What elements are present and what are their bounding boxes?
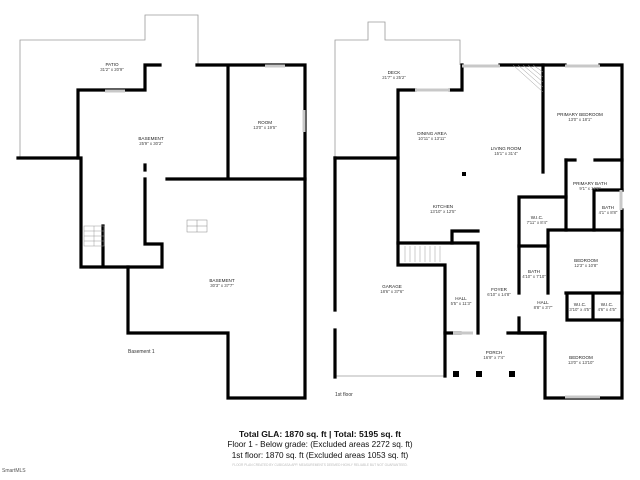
- svg-text:10'11" x 13'11": 10'11" x 13'11": [418, 136, 446, 141]
- floor1-summary: Floor 1 - Below grade: (Excluded areas 2…: [227, 440, 413, 449]
- svg-text:DINING AREA: DINING AREA: [417, 131, 448, 136]
- first-floor-walls: [333, 63, 624, 400]
- svg-text:25'9" x 30'2": 25'9" x 30'2": [139, 141, 163, 146]
- fixture-icon: [186, 219, 208, 233]
- svg-text:7'11" x 8'4": 7'11" x 8'4": [527, 220, 548, 225]
- disclaimer: FLOOR PLAN CREATED BY CUBICASA APP. MEAS…: [232, 463, 408, 467]
- svg-text:KITCHEN: KITCHEN: [433, 204, 453, 209]
- svg-text:W.I.C.: W.I.C.: [601, 302, 614, 307]
- svg-text:PORCH: PORCH: [486, 350, 503, 355]
- patio-outline: [19, 14, 199, 158]
- room-wic-2: W.I.C.3'10" x 4'5": [569, 302, 591, 312]
- deck-outline: [334, 21, 461, 158]
- floor-label-basement: Basement 1: [128, 349, 155, 355]
- room-wic: W.I.C.7'11" x 8'4": [527, 215, 548, 225]
- svg-text:ROOM: ROOM: [258, 120, 272, 125]
- svg-text:5'5" x 11'3": 5'5" x 11'3": [451, 301, 472, 306]
- svg-text:15'1" x 31'4": 15'1" x 31'4": [494, 151, 518, 156]
- svg-text:BATH: BATH: [602, 205, 614, 210]
- stairs-icon: [83, 225, 105, 247]
- svg-text:W.I.C.: W.I.C.: [531, 215, 544, 220]
- svg-text:LIVING ROOM: LIVING ROOM: [491, 146, 522, 151]
- svg-text:PRIMARY BATH: PRIMARY BATH: [573, 181, 607, 186]
- svg-text:BASEMENT: BASEMENT: [209, 278, 234, 283]
- svg-text:DECK: DECK: [388, 70, 402, 75]
- svg-text:13'0" x 13'10": 13'0" x 13'10": [568, 360, 594, 365]
- floor-label-first: 1st floor: [335, 392, 353, 398]
- svg-text:GARAGE: GARAGE: [382, 284, 402, 289]
- svg-text:18'6" x 37'6": 18'6" x 37'6": [380, 289, 404, 294]
- svg-text:12'3" x 10'8": 12'3" x 10'8": [574, 263, 598, 268]
- svg-text:3'10" x 4'5": 3'10" x 4'5": [569, 307, 591, 312]
- svg-text:13'10" x 12'5": 13'10" x 12'5": [430, 209, 456, 214]
- first-floor-summary: 1st floor: 1870 sq. ft (Excluded areas 1…: [231, 451, 409, 460]
- svg-text:13'0" x 18'1": 13'0" x 18'1": [568, 117, 592, 122]
- svg-text:13'0" x 19'5": 13'0" x 19'5": [253, 125, 277, 130]
- svg-text:4'10" x 7'10": 4'10" x 7'10": [522, 274, 546, 279]
- svg-text:4'1" x 8'8": 4'1" x 8'8": [599, 210, 618, 215]
- svg-text:BEDROOM: BEDROOM: [574, 258, 598, 263]
- svg-text:PATIO: PATIO: [105, 62, 119, 67]
- svg-text:8'8" x 3'7": 8'8" x 3'7": [534, 305, 553, 310]
- total-area-summary: Total GLA: 1870 sq. ft | Total: 5195 sq.…: [238, 429, 402, 439]
- logo: SmartMLS: [2, 468, 26, 474]
- svg-text:HALL: HALL: [455, 296, 467, 301]
- svg-text:FOYER: FOYER: [491, 287, 508, 292]
- svg-text:16'9" x 7'4": 16'9" x 7'4": [483, 355, 505, 360]
- room-wic-3: W.I.C.4'6" x 4'5": [598, 302, 617, 312]
- svg-text:9'1" x 12'2": 9'1" x 12'2": [579, 186, 601, 191]
- svg-text:21'7" x 25'2": 21'7" x 25'2": [382, 75, 406, 80]
- pillars: [453, 172, 515, 377]
- svg-text:BASEMENT: BASEMENT: [138, 136, 163, 141]
- svg-text:30'3" x 37'7": 30'3" x 37'7": [210, 283, 234, 288]
- svg-text:6'10" x 14'8": 6'10" x 14'8": [487, 292, 511, 297]
- basement-walls: [16, 63, 307, 400]
- svg-text:BEDROOM: BEDROOM: [569, 355, 593, 360]
- svg-text:4'6" x 4'5": 4'6" x 4'5": [598, 307, 617, 312]
- stairs-icon: [404, 64, 544, 262]
- svg-text:PRIMARY BEDROOM: PRIMARY BEDROOM: [557, 112, 603, 117]
- svg-text:HALL: HALL: [537, 300, 549, 305]
- svg-text:BATH: BATH: [528, 269, 540, 274]
- svg-text:W.I.C.: W.I.C.: [574, 302, 587, 307]
- svg-text:31'2" x 20'9": 31'2" x 20'9": [100, 67, 124, 72]
